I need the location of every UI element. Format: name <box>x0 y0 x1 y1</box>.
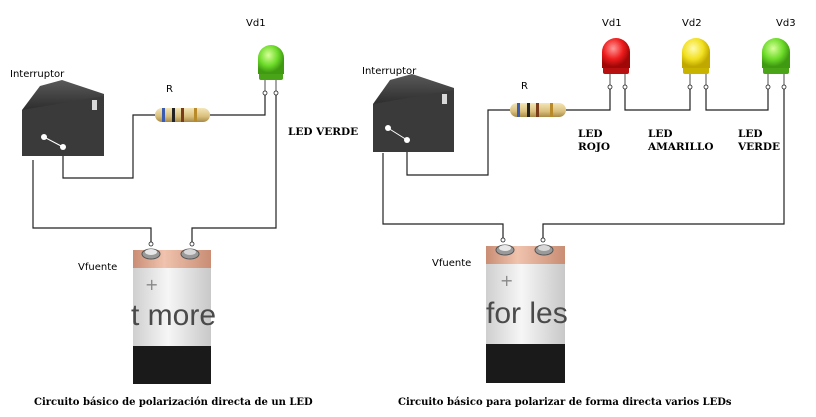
right-caption: Circuito básico para polarizar de forma … <box>398 397 732 408</box>
left-caption: Circuito básico de polarización directa … <box>34 397 313 408</box>
right-led-yellow: Vd2 LED AMARILLO <box>647 18 713 153</box>
right-battery: + for les Vfuente <box>432 237 568 383</box>
left-circuit: Interruptor R Vd1 LED VERDE <box>10 18 358 408</box>
right-resistor-label: R <box>521 81 528 92</box>
right-led-yellow-color-line1: LED <box>648 128 673 140</box>
left-battery-print: t more <box>131 299 216 332</box>
right-battery-label: Vfuente <box>432 258 471 269</box>
left-wires <box>32 92 277 245</box>
right-led-red: Vd1 LED ROJO <box>578 18 630 153</box>
right-led-red-label: Vd1 <box>602 18 622 29</box>
right-wires <box>382 86 785 240</box>
right-led-green: Vd3 LED VERDE <box>737 18 796 153</box>
left-led: Vd1 LED VERDE <box>246 18 358 138</box>
right-battery-print: for les <box>486 297 568 330</box>
left-battery: + t more Vfuente <box>78 241 216 384</box>
right-circuit: Interruptor R Vd1 LED ROJO <box>362 18 796 408</box>
left-switch[interactable]: Interruptor <box>10 69 104 156</box>
left-switch-label: Interruptor <box>10 69 65 80</box>
left-led-label: Vd1 <box>246 18 266 29</box>
left-battery-plus: + <box>145 275 158 294</box>
right-led-green-color-line2: VERDE <box>737 141 780 153</box>
left-led-color-label: LED VERDE <box>288 126 358 138</box>
right-led-red-color-line1: LED <box>578 128 603 140</box>
left-resistor: R <box>155 84 210 122</box>
left-battery-label: Vfuente <box>78 262 117 273</box>
right-battery-plus: + <box>500 271 513 290</box>
right-led-yellow-color-line2: AMARILLO <box>647 141 713 153</box>
right-led-green-color-line1: LED <box>738 128 763 140</box>
right-switch-label: Interruptor <box>362 66 417 77</box>
right-led-yellow-label: Vd2 <box>682 18 702 29</box>
right-resistor: R <box>510 81 566 117</box>
right-switch[interactable]: Interruptor <box>362 66 454 152</box>
right-led-green-label: Vd3 <box>776 18 796 29</box>
right-led-red-color-line2: ROJO <box>578 141 610 153</box>
left-resistor-label: R <box>166 84 173 95</box>
